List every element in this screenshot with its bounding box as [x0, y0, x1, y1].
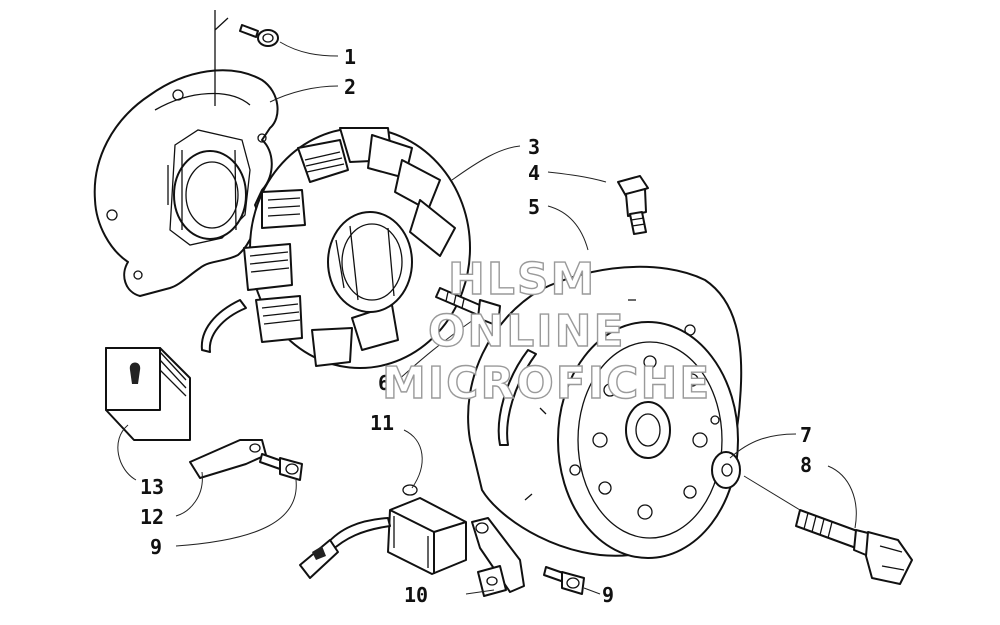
leader-12 [175, 471, 203, 517]
leader-10 [465, 589, 495, 595]
callout-9-right: 9 [602, 583, 614, 607]
callout-labels: 1 2 3 4 5 6 7 8 9 9 10 11 12 13 [140, 45, 812, 607]
stator-coil-part [200, 127, 471, 369]
callout-4: 4 [528, 161, 540, 185]
leader-11 [403, 429, 423, 489]
leader-3 [451, 145, 521, 181]
callout-3: 3 [528, 135, 540, 159]
bracket-part-10 [477, 565, 507, 597]
bolt-part-4 [617, 175, 649, 235]
leader-9a [175, 479, 297, 547]
leader-9b [583, 587, 601, 595]
leader-1 [279, 41, 339, 57]
screw-part-1 [239, 24, 279, 47]
leader-7 [729, 433, 797, 459]
screw-part-9-b [543, 566, 585, 595]
callout-7: 7 [800, 423, 812, 447]
watermark-line-3: MICROFICHE [382, 358, 711, 409]
callout-8: 8 [800, 453, 812, 477]
callout-9-left: 9 [150, 535, 162, 559]
flywheel-part [467, 265, 743, 559]
callout-11: 11 [370, 411, 394, 435]
stator-housing-part [93, 10, 279, 297]
pickup-pad-part-13 [105, 347, 191, 441]
screw-part-6 [435, 287, 501, 327]
callout-12: 12 [140, 505, 164, 529]
screw-part-9-a [259, 453, 303, 481]
leader-8 [827, 465, 857, 529]
leader-lines [117, 41, 857, 595]
callout-10: 10 [404, 583, 428, 607]
module-part-11 [299, 484, 525, 593]
callout-13: 13 [140, 475, 164, 499]
callout-1: 1 [344, 45, 356, 69]
leader-axis-8 [743, 475, 801, 511]
leader-2 [269, 85, 339, 103]
leader-5 [547, 205, 589, 251]
watermark-line-2: ONLINE [428, 306, 626, 357]
leader-4 [547, 171, 607, 183]
bolt-part-8 [795, 509, 913, 585]
leader-13 [117, 424, 137, 481]
callout-5: 5 [528, 195, 540, 219]
watermark: HLSM ONLINE MICROFICHE [381, 253, 711, 409]
callout-2: 2 [344, 75, 356, 99]
callout-6: 6 [378, 371, 390, 395]
washer-part-7 [711, 451, 741, 489]
leader-6 [397, 317, 477, 381]
bracket-part-12 [189, 439, 267, 479]
watermark-line-1: HLSM [448, 254, 596, 305]
